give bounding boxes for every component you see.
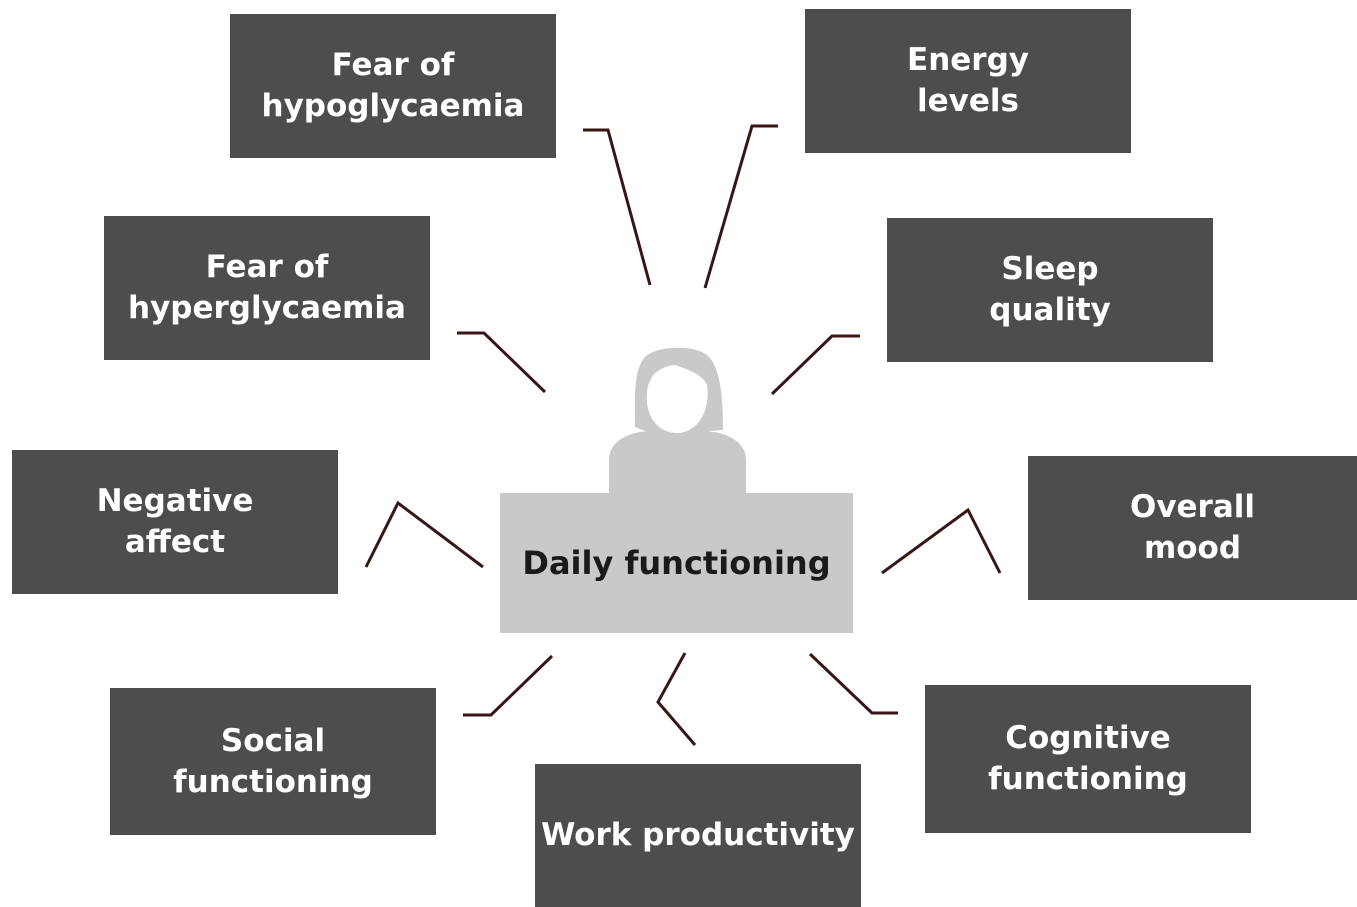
connector-fear-hypo <box>583 128 652 286</box>
box-energy-levels: Energy levels <box>805 9 1131 153</box>
connector-cognitive <box>808 652 898 715</box>
box-label-line1: Fear of <box>331 47 455 83</box>
box-label-line2: hypoglycaemia <box>261 88 525 124</box>
box-label-line1: Work productivity <box>541 817 855 853</box>
box-fear-of-hyperglycaemia: Fear of hyperglycaemia <box>104 216 430 360</box>
box-label-line2: mood <box>1143 530 1242 566</box>
connector-mood <box>881 507 1002 575</box>
box-negative-affect: Negative affect <box>12 450 338 594</box>
center-box-daily-functioning: Daily functioning <box>500 493 853 633</box>
box-label-line2: hyperglycaemia <box>128 290 406 326</box>
box-label-line2: levels <box>917 83 1019 119</box>
box-overall-mood: Overall mood <box>1028 456 1357 600</box>
person-icon <box>609 347 746 495</box>
box-social-functioning: Social functioning <box>110 688 436 835</box>
box-label-line1: Energy <box>907 42 1029 78</box>
connector-sleep <box>770 334 860 396</box>
box-label-line1: Fear of <box>205 249 329 285</box>
box-label-line1: Overall <box>1129 489 1256 525</box>
box-label-line1: Sleep <box>1001 251 1099 287</box>
box-label-line1: Cognitive <box>1005 720 1171 756</box>
box-sleep-quality: Sleep quality <box>887 218 1213 362</box>
connector-negative <box>364 500 484 569</box>
box-fear-of-hypoglycaemia: Fear of hypoglycaemia <box>230 14 556 158</box>
box-cognitive-functioning: Cognitive functioning <box>925 685 1251 833</box>
connector-energy <box>703 124 778 289</box>
box-label-line2: functioning <box>988 761 1188 797</box>
box-work-productivity: Work productivity <box>535 764 861 907</box>
connector-fear-hyper <box>457 331 547 394</box>
center-label: Daily functioning <box>522 544 831 582</box>
connector-social <box>463 654 554 717</box>
box-label-line1: Negative <box>96 483 254 519</box>
connector-work <box>656 652 697 746</box>
box-label-line2: functioning <box>173 763 373 800</box>
box-label-line2: affect <box>124 524 226 560</box>
box-label-line2: quality <box>989 292 1111 328</box>
box-label-line1: Social <box>220 722 326 759</box>
